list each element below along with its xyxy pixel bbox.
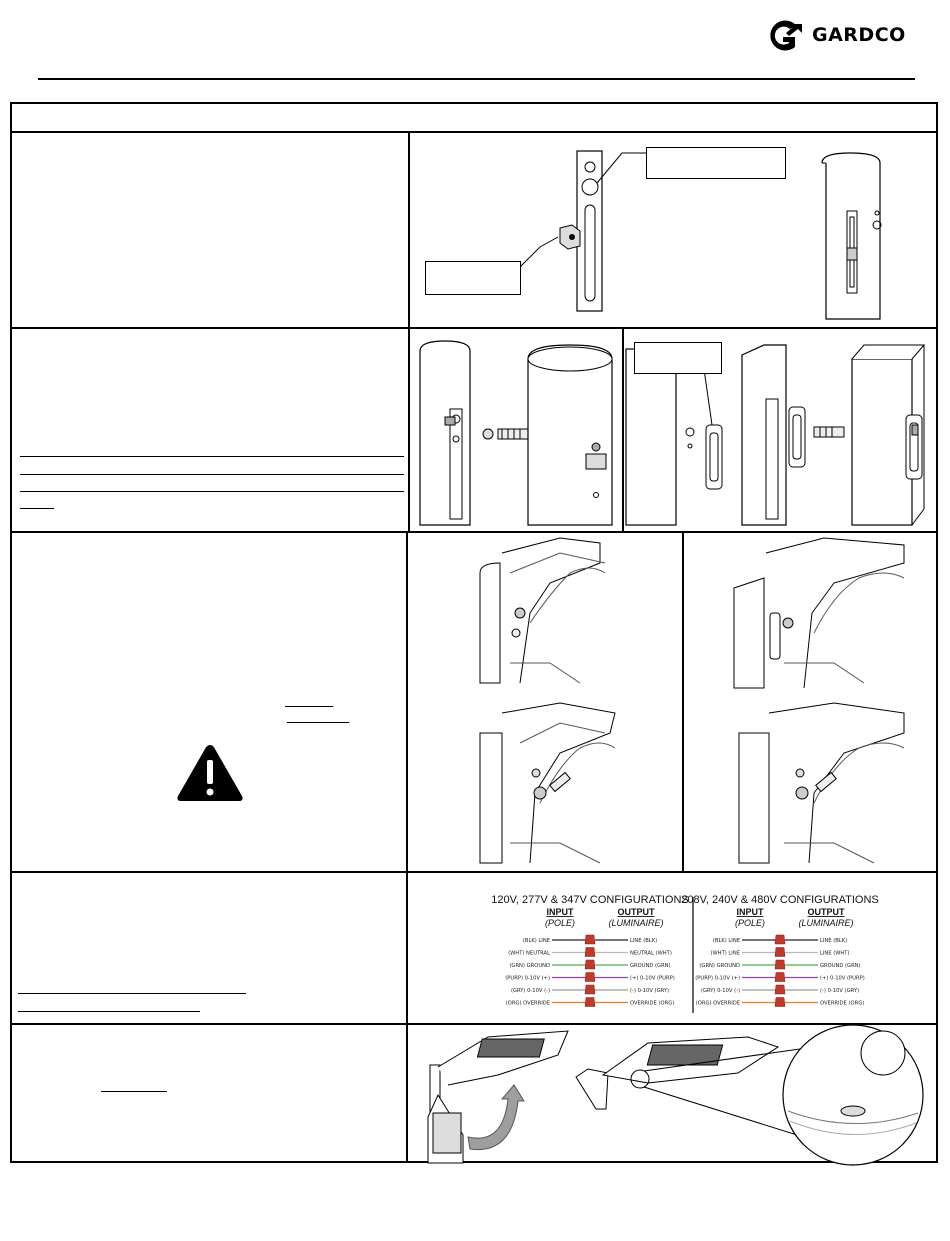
wire-output-label: (+) 0-10V (PURP) <box>820 976 865 982</box>
step-5-illustration <box>408 1024 938 1166</box>
square-pole-bolt-drawing <box>625 344 926 526</box>
wire-nut-icon <box>774 972 786 982</box>
wire-nut-icon <box>584 959 596 970</box>
step-4-text <box>12 873 406 1023</box>
step-1-illustration <box>410 133 938 327</box>
wire-nut-icon <box>584 984 596 995</box>
gardco-logo: GARDCO <box>762 18 907 54</box>
underline-6 <box>287 722 349 723</box>
row-divider-4 <box>10 1023 938 1025</box>
wire-nut-icon <box>774 947 786 957</box>
wire-nut-icon <box>774 984 786 995</box>
row-divider-1 <box>10 327 938 329</box>
instruction-table <box>10 102 938 1163</box>
header-rule <box>38 78 915 80</box>
callout-box-top <box>646 147 786 179</box>
wire-input-label: (GRY) 0-10V (-) <box>511 988 550 994</box>
underline-3 <box>20 491 404 492</box>
step-5-text <box>12 1025 406 1163</box>
callout-box-square <box>634 342 722 374</box>
wire-input-label: (ORG) OVERRIDE <box>696 1001 740 1007</box>
step-3-round-pole-illustrations <box>410 533 682 871</box>
underline-8 <box>18 1011 200 1012</box>
underline-5 <box>285 706 333 707</box>
wire-input-label: (WHT) NEUTRAL <box>508 951 550 957</box>
panel-square-top <box>733 537 905 689</box>
round-pole-mount-drawings <box>479 537 616 864</box>
wire-nut-icon <box>774 959 786 970</box>
step-2-text <box>12 329 408 531</box>
wire-input-label: (PURP) 0-10V (+) <box>505 976 550 982</box>
output-subheader: (LUMINAIRE) <box>608 918 663 928</box>
wiring-diagram-svg: 120V, 277V & 347V CONFIGURATIONSINPUT(PO… <box>491 894 879 1013</box>
input-subheader: (POLE) <box>735 918 765 928</box>
panel-round-bottom <box>479 702 616 864</box>
wire-output-label: GROUND (GRN) <box>630 963 671 969</box>
header-row-divider <box>10 131 938 133</box>
row-divider-2 <box>10 531 938 533</box>
wire-nut-icon <box>584 934 596 945</box>
wire-output-label: OVERRIDE (ORG) <box>820 1001 864 1007</box>
row-divider-3 <box>10 871 938 873</box>
wire-input-label: (GRY) 0-10V (-) <box>701 988 740 994</box>
underline-4 <box>20 508 54 509</box>
wire-output-label: (-) 0-10V (GRY) <box>630 988 669 994</box>
wire-nut-icon <box>774 997 786 1007</box>
input-header: INPUT <box>737 907 765 917</box>
bracket-slot-drawing <box>519 150 882 320</box>
step-1-text <box>12 133 408 327</box>
input-header: INPUT <box>547 907 575 917</box>
wire-output-label: LINE (WHT) <box>820 951 849 957</box>
output-header: OUTPUT <box>618 907 656 917</box>
step-2-square-pole-illustration <box>624 329 938 531</box>
wire-nut-icon <box>584 972 596 982</box>
config-title: 208V, 240V & 480V CONFIGURATIONS <box>681 894 878 906</box>
door-close-drawing <box>427 1024 924 1166</box>
wire-output-label: NEUTRAL (WHT) <box>630 951 672 957</box>
col-divider-a <box>408 131 410 531</box>
panel-round-top <box>479 537 606 684</box>
warning-icon <box>177 745 243 801</box>
input-subheader: (POLE) <box>545 918 575 928</box>
wire-nut-icon <box>584 947 596 957</box>
col-divider-b <box>406 531 408 1163</box>
underline-7 <box>18 993 246 994</box>
step-3-text <box>12 533 406 871</box>
underline-9 <box>101 1091 167 1092</box>
step-2-round-pole-illustration <box>410 329 622 531</box>
wire-input-label: (WHT) LINE <box>711 951 740 957</box>
brand-name: GARDCO <box>812 24 906 46</box>
wire-output-label: (-) 0-10V (GRY) <box>820 988 859 994</box>
callout-box-bottom <box>425 261 521 295</box>
wire-input-label: (BLK) LINE <box>713 938 740 944</box>
panel-square-bottom <box>738 702 905 864</box>
img-divider-row2 <box>622 327 624 531</box>
wire-nut-icon <box>774 934 786 945</box>
wire-input-label: (GRN) GROUND <box>699 963 740 969</box>
wire-nut-icon <box>584 997 596 1007</box>
square-pole-mount-drawings <box>733 537 905 864</box>
round-pole-bolt-drawing <box>419 340 613 526</box>
wire-output-label: (+) 0-10V (PURP) <box>630 976 675 982</box>
config-title: 120V, 277V & 347V CONFIGURATIONS <box>491 894 688 906</box>
wire-input-label: (PURP) 0-10V (+) <box>695 976 740 982</box>
gardco-logo-mark <box>770 20 802 51</box>
underline-2 <box>20 474 404 475</box>
wire-input-label: (GRN) GROUND <box>509 963 550 969</box>
rotate-arrow-icon <box>467 1084 525 1151</box>
wire-output-label: OVERRIDE (ORG) <box>630 1001 674 1007</box>
wire-output-label: LINE (BLK) <box>630 938 657 944</box>
wire-output-label: GROUND (GRN) <box>820 963 861 969</box>
wire-input-label: (ORG) OVERRIDE <box>506 1001 550 1007</box>
output-subheader: (LUMINAIRE) <box>798 918 853 928</box>
mounting-plate <box>576 150 603 312</box>
step-3-square-pole-illustrations <box>684 533 938 871</box>
wire-output-label: LINE (BLK) <box>820 938 847 944</box>
img-divider-row3 <box>682 531 684 871</box>
output-header: OUTPUT <box>808 907 846 917</box>
underline-1 <box>20 456 404 457</box>
wire-input-label: (BLK) LINE <box>523 938 550 944</box>
